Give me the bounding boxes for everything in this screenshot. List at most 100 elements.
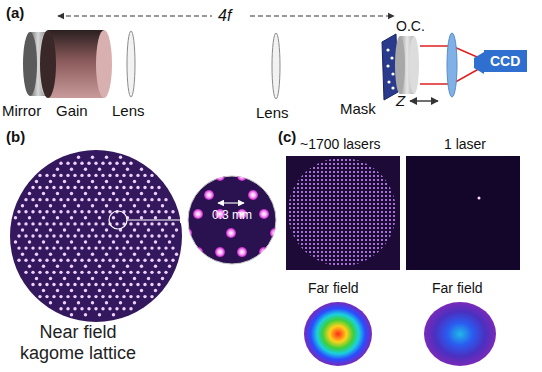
- inset-dot: [94, 152, 104, 162]
- kagome-dot: [28, 240, 31, 243]
- array-dot: [293, 183, 295, 185]
- kagome-dot: [84, 313, 87, 316]
- span-arrow: [58, 15, 212, 16]
- kagome-dots: [14, 155, 178, 316]
- array-dot: [293, 179, 295, 181]
- array-dot: [329, 159, 331, 161]
- array-dot: [289, 235, 291, 237]
- kagome-dot: [77, 301, 80, 304]
- kagome-dot: [175, 252, 178, 255]
- array-dot: [353, 191, 355, 193]
- array-dot: [381, 179, 383, 181]
- array-dot: [289, 207, 291, 209]
- array-dot: [297, 231, 299, 233]
- array-dot: [377, 239, 379, 241]
- array-dot: [297, 215, 299, 217]
- array-dot: [313, 163, 315, 165]
- array-dot: [313, 235, 315, 237]
- array-dot: [385, 259, 387, 261]
- array-dot: [361, 191, 363, 193]
- array-dot: [345, 175, 347, 177]
- array-dot: [293, 227, 295, 229]
- panel-label: (b): [6, 128, 25, 146]
- array-dot: [329, 251, 331, 253]
- kagome-dot: [136, 210, 139, 213]
- lens-symbol: [447, 33, 457, 97]
- kagome-dot: [91, 252, 94, 255]
- array-dot: [317, 207, 319, 209]
- kagome-dot: [133, 277, 136, 280]
- array-dot: [373, 171, 375, 173]
- kagome-dot: [122, 246, 125, 249]
- array-dot: [321, 167, 323, 169]
- kagome-dot: [84, 289, 87, 292]
- array-dot: [321, 227, 323, 229]
- array-dot: [325, 183, 327, 185]
- kagome-dot: [66, 210, 69, 213]
- array-dot: [393, 251, 395, 253]
- array-dot: [381, 215, 383, 217]
- array-dot: [345, 215, 347, 217]
- kagome-dot: [98, 216, 101, 219]
- kagome-dot: [112, 313, 115, 316]
- array-dot: [377, 187, 379, 189]
- array-dot: [365, 259, 367, 261]
- kagome-dot: [108, 186, 111, 189]
- kagome-dot: [112, 289, 115, 292]
- array-dot: [329, 163, 331, 165]
- array-dot: [393, 231, 395, 233]
- kagome-dot: [101, 295, 104, 298]
- array-dot: [349, 235, 351, 237]
- array-dot: [321, 219, 323, 221]
- array-dot: [305, 247, 307, 249]
- kagome-dot: [73, 295, 76, 298]
- array-dot: [293, 199, 295, 201]
- array-dot: [313, 183, 315, 185]
- array-dot: [293, 231, 295, 233]
- array-dot: [349, 263, 351, 265]
- array-dot: [393, 239, 395, 241]
- array-dot: [365, 163, 367, 165]
- array-dot: [309, 175, 311, 177]
- array-dot: [309, 219, 311, 221]
- array-dot: [289, 167, 291, 169]
- array-dot: [345, 243, 347, 245]
- kagome-dot: [108, 198, 111, 201]
- kagome-dot: [80, 174, 83, 177]
- inset-dot: [325, 247, 335, 257]
- array-dot: [345, 179, 347, 181]
- kagome-dot: [52, 198, 55, 201]
- array-dot: [353, 219, 355, 221]
- kagome-dot: [161, 277, 164, 280]
- array-dot: [297, 211, 299, 213]
- array-dot: [333, 259, 335, 261]
- kagome-dot: [21, 204, 24, 207]
- array-dot: [357, 167, 359, 169]
- kagome-dot: [56, 216, 59, 219]
- kagome-dot: [164, 210, 167, 213]
- inset-dot: [248, 266, 258, 276]
- inset-dots: [17, 95, 445, 353]
- kagome-dot: [140, 265, 143, 268]
- array-dot: [305, 251, 307, 253]
- kagome-dot: [35, 277, 38, 280]
- array-dot: [337, 163, 339, 165]
- kagome-dot: [94, 186, 97, 189]
- kagome-dot: [129, 246, 132, 249]
- kagome-dot: [150, 259, 153, 262]
- kagome-dot: [52, 295, 55, 298]
- array-dot: [349, 163, 351, 165]
- single-laser-image: [406, 156, 520, 270]
- array-dot: [341, 203, 343, 205]
- array-dot: [373, 219, 375, 221]
- array-dot: [313, 171, 315, 173]
- array-dot: [389, 187, 391, 189]
- kagome-dot: [45, 174, 48, 177]
- array-dot: [389, 167, 391, 169]
- kagome-dot: [108, 210, 111, 213]
- inset-dot: [204, 266, 214, 276]
- array-dot: [361, 255, 363, 257]
- array-dot: [321, 195, 323, 197]
- array-dot: [293, 251, 295, 253]
- kagome-dot: [59, 283, 62, 286]
